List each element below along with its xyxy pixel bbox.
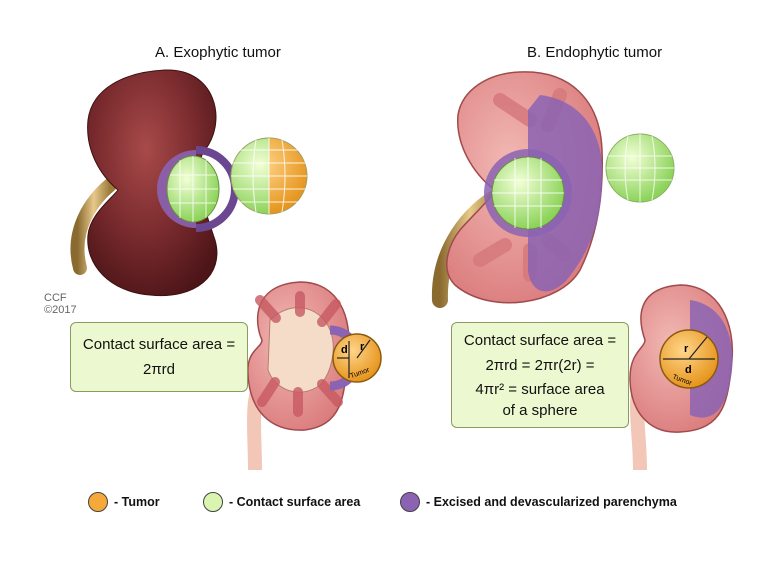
tumor-r-label-b: r [684,343,689,355]
tumor-d-label: d [341,344,348,356]
credit-line2: ©2017 [44,304,77,316]
tumor-d-label-b: d [685,364,692,376]
exophytic-contact-sphere [166,155,220,223]
legend-excised-label: - Excised and devascularized parenchyma [426,495,677,509]
contact-sphere-standalone [605,133,675,203]
box-b-line2: 2πrd = 2πr(2r) = [485,357,595,374]
contact-swatch-icon [203,492,223,512]
panel-a-title: A. Exophytic tumor [155,44,281,61]
contact-area-box-b: Contact surface area = 2πrd = 2πr(2r) = … [451,322,629,428]
exophytic-kidney [70,69,218,297]
exophytic-tumor [332,333,382,383]
tumor-swatch-icon [88,492,108,512]
endophytic-tumor [659,329,719,389]
contact-area-box-a: Contact surface area = 2πrd [70,322,248,392]
panel-b-title: B. Endophytic tumor [527,44,663,61]
box-a-line1: Contact surface area = [82,336,236,353]
legend-tumor: - Tumor [88,490,160,514]
legend-tumor-label: - Tumor [114,495,160,509]
tumor-sphere-split [230,137,308,215]
box-b-line1: Contact surface area = [463,332,617,349]
credit-line1: CCF [44,292,67,304]
endophytic-contact-sphere [491,156,565,230]
copyright-credit: CCF ©2017 [44,292,77,316]
legend-excised: - Excised and devascularized parenchyma [400,490,677,514]
box-a-line2: 2πrd [142,361,176,378]
legend-contact: - Contact surface area [203,490,360,514]
box-b-line4: of a sphere [502,402,578,419]
legend-contact-label: - Contact surface area [229,495,361,509]
tumor-r-label: r [360,341,365,353]
box-b-line3: 4πr² = surface area [475,381,605,398]
excised-swatch-icon [400,492,420,512]
